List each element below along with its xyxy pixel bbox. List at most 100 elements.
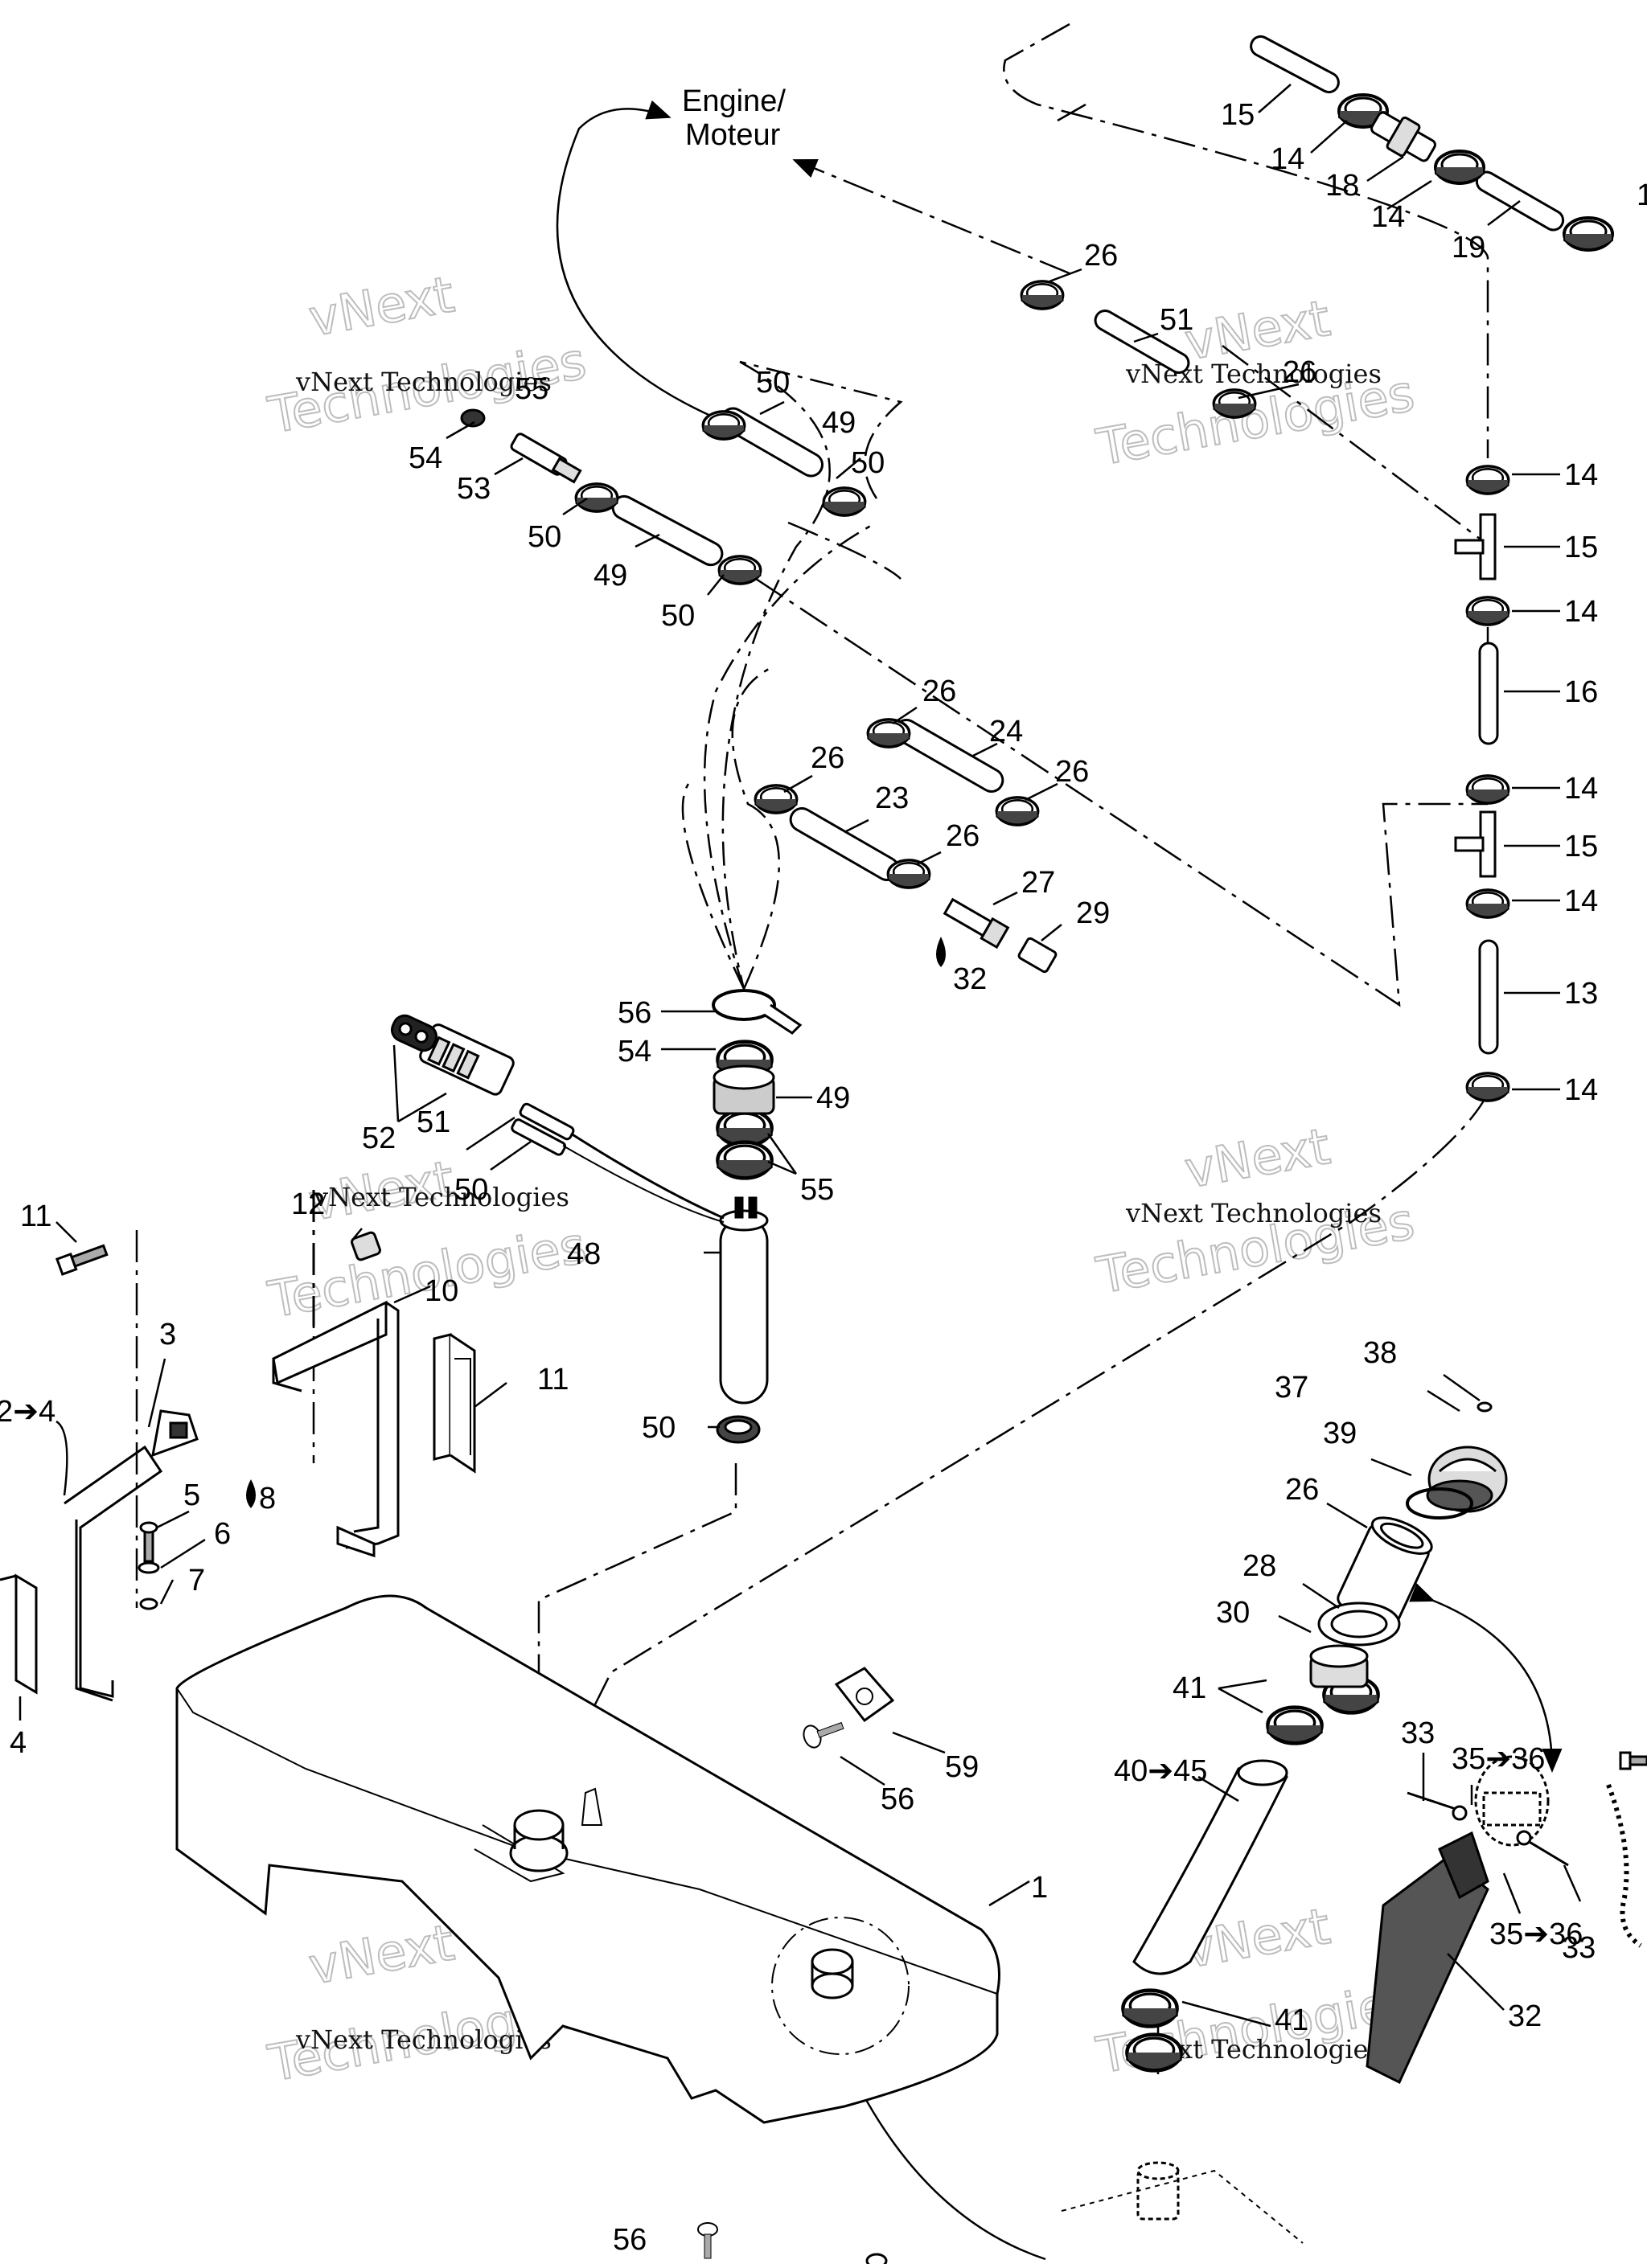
callout: 50: [661, 599, 695, 633]
callout: 18: [1325, 169, 1359, 203]
callout: 54: [409, 441, 442, 475]
callout: 50: [528, 520, 561, 554]
clamp-39: [1127, 2035, 1181, 2071]
clamp-14: [1465, 888, 1510, 919]
callout: 5: [183, 1479, 200, 1512]
callout: 49: [822, 406, 856, 440]
hose-group: [611, 35, 1565, 1055]
callout: 16: [1564, 675, 1598, 709]
callout: 14: [1271, 142, 1304, 176]
callout: 10: [425, 1274, 458, 1308]
callout: 7: [188, 1564, 205, 1597]
clamp-51: [717, 555, 762, 585]
callout: 26: [946, 819, 980, 853]
clamp-14: [1563, 216, 1614, 252]
watermark-label: vNext Technologies: [313, 1182, 569, 1212]
watermark-short: vNext: [305, 265, 458, 347]
drop-icon: [936, 937, 946, 967]
callout: 13: [1564, 977, 1598, 1011]
hose-16: [1250, 35, 1340, 94]
sealant-callout: 32: [936, 937, 987, 996]
callout: 15: [1564, 830, 1598, 863]
callout: 54: [618, 1035, 651, 1068]
callout: 50: [851, 446, 885, 480]
callout: 51: [417, 1105, 450, 1139]
callout: 8: [259, 1482, 276, 1515]
callout: 52: [362, 1122, 396, 1155]
fuel-tank: [175, 1594, 1000, 2259]
callout: 56: [613, 2223, 647, 2257]
callout: 14: [1564, 1073, 1598, 1107]
callout: 32: [1508, 1999, 1542, 2033]
callout: 26: [1084, 239, 1118, 273]
callout: 32: [953, 962, 987, 996]
clamp-23: [866, 718, 911, 748]
clamp-51: [701, 410, 746, 441]
callout: 26: [1283, 355, 1316, 389]
clamp-14: [1465, 596, 1510, 626]
callout: 53: [457, 472, 491, 506]
filler-assembly: [865, 1401, 1647, 2268]
callout: 3: [159, 1318, 176, 1351]
clamp-14: [1465, 1072, 1510, 1102]
clamp-23: [1212, 388, 1257, 419]
callout: 49: [816, 1081, 850, 1115]
clamp-23: [1020, 280, 1065, 310]
callout: 39: [1323, 1417, 1357, 1450]
callout-group: 15 14 18 14 19 17 26 51 26 50 49 50 55 5…: [0, 98, 1647, 2257]
callout: 50: [756, 366, 790, 400]
fitting-group: [55, 111, 1497, 1610]
fuel-line-paths: [135, 23, 1489, 2261]
watermark-label: vNext Technologies: [295, 367, 552, 397]
callout: 26: [1055, 755, 1089, 789]
clamp-39: [1123, 1991, 1177, 2027]
watermark-label: vNext Technologies: [1125, 1198, 1382, 1228]
watermark-short: vNext: [305, 1913, 458, 1995]
clamp-51: [822, 486, 867, 517]
engine-destination: Engine/ Moteur: [682, 84, 786, 152]
callout: 26: [922, 675, 956, 708]
callout: 38: [1363, 1336, 1397, 1370]
callout: 15: [1564, 531, 1598, 564]
assembly-arrow: [1409, 1583, 1563, 1773]
bracket-group: [0, 1190, 476, 1702]
callout: 37: [1275, 1371, 1308, 1405]
callout: 27: [1021, 866, 1055, 900]
callout: 11: [537, 1363, 569, 1396]
leader-lines: [18, 84, 1582, 2028]
callout: 29: [1076, 896, 1110, 930]
callout: 14: [1564, 884, 1598, 918]
callout: 56: [881, 1782, 914, 1816]
clamp-14: [1434, 150, 1485, 185]
callout: 33: [1562, 1931, 1596, 1965]
callout: 23: [875, 781, 909, 815]
clamp-14: [1465, 774, 1510, 805]
clamp-51: [574, 482, 619, 513]
callout: 11: [20, 1200, 51, 1233]
callout: 48: [567, 1237, 601, 1271]
callout: 14: [1564, 772, 1598, 806]
destination-line1: Engine/: [682, 84, 786, 118]
sealant-callout: 8: [246, 1479, 276, 1515]
callout: 51: [1160, 303, 1193, 337]
callout: 1: [1031, 1871, 1048, 1905]
callout: 19: [1452, 231, 1485, 265]
callout: 24: [989, 715, 1023, 748]
callout: 35➔36: [1452, 1742, 1545, 1776]
hose-13: [1478, 939, 1499, 1055]
callout: 4: [10, 1726, 27, 1760]
callout: 14: [1371, 200, 1405, 234]
hose-52: [1094, 310, 1190, 374]
clamp-23: [886, 859, 931, 889]
hose-21: [789, 807, 900, 881]
callout: 35➔36: [1489, 1917, 1583, 1951]
callout: 26: [811, 741, 844, 775]
callout: 59: [945, 1750, 979, 1784]
callout: 28: [1242, 1549, 1276, 1583]
clamp-23: [995, 796, 1040, 826]
callout: 49: [593, 559, 627, 593]
clamp-23: [754, 784, 799, 814]
clamp-14: [1465, 465, 1510, 495]
callout: 17: [1637, 178, 1647, 212]
